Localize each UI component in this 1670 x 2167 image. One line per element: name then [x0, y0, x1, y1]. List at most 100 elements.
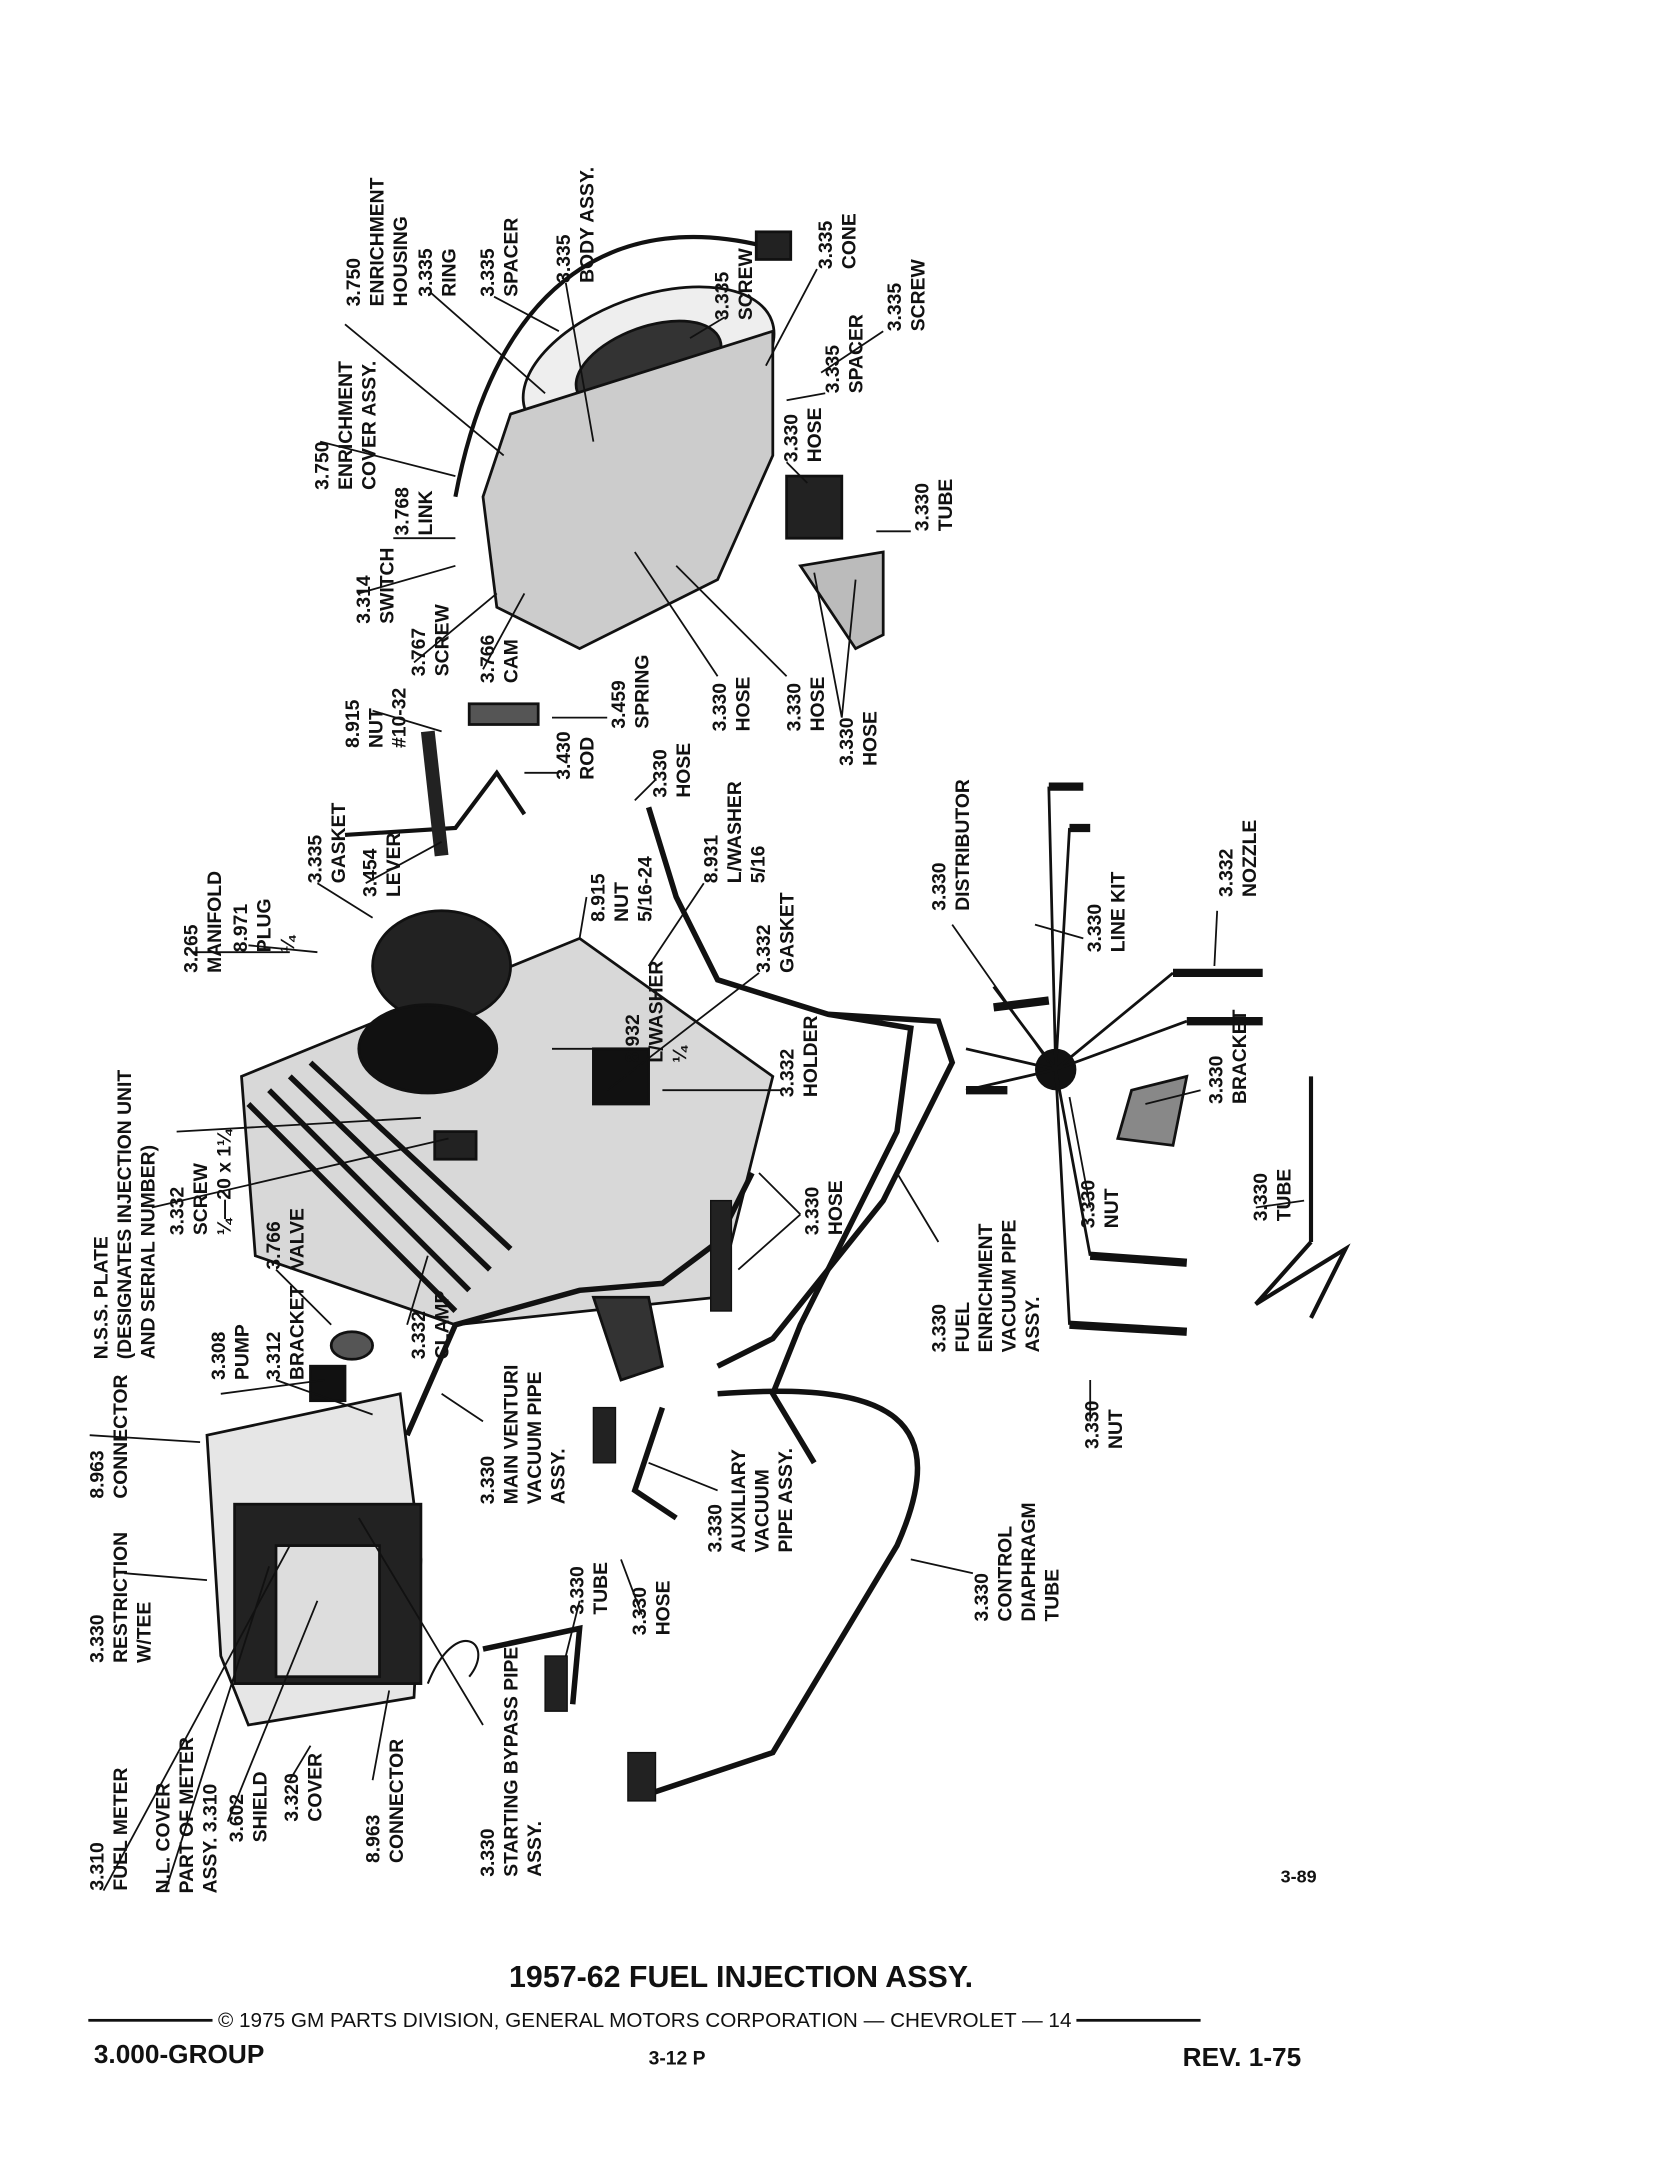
part-name: HOUSING: [389, 216, 412, 307]
part-name: SHIELD: [248, 1771, 271, 1843]
part-name: FUEL METER: [109, 1767, 132, 1891]
part-number: 3.330: [1083, 903, 1106, 953]
part-name: NOZZLE: [1237, 819, 1260, 897]
part-number: 3.314: [351, 575, 374, 624]
part-name: HOSE: [731, 676, 754, 732]
part-number: 3.330: [648, 749, 671, 798]
part-number: 3.332: [407, 1310, 430, 1360]
spring: [467, 702, 540, 726]
revision: REV. 1-75: [1182, 2043, 1302, 2073]
part-name: SCREW: [189, 1163, 212, 1236]
part-name: MANIFOLD: [202, 870, 225, 973]
figure-number: 3-89: [1280, 1865, 1317, 1887]
part-name: BRACKET: [1228, 1009, 1251, 1104]
part-name: NUT: [609, 882, 633, 922]
part-name: LEVER: [382, 832, 405, 897]
part-name: BRACKET: [285, 1285, 308, 1380]
part-number: 3.330: [1204, 1055, 1227, 1104]
part-name: HOSE: [672, 742, 695, 798]
part-number: 8.971: [229, 903, 252, 953]
part-name: LINE KIT: [1106, 871, 1129, 953]
part-number: 3.330: [1248, 1172, 1271, 1222]
part-number: 3.335: [303, 834, 326, 884]
part-number: 3.330: [910, 482, 933, 532]
part-number: 3.766: [262, 1221, 285, 1270]
part-number: 3.602: [224, 1793, 248, 1843]
part-number: 3.750: [310, 441, 333, 490]
part-number: 3.330: [85, 1614, 108, 1663]
fuel-distributor: [965, 782, 1351, 1336]
part-name: RESTRICTION: [109, 1531, 132, 1663]
part-number: 3.459: [607, 680, 630, 729]
part-name: NUT: [364, 708, 387, 748]
part-name: SPRING: [630, 654, 653, 729]
part-number: 3.320: [280, 1773, 303, 1822]
part-name: TUBE: [934, 478, 957, 532]
part-name: ENRICHMENT: [333, 361, 357, 490]
part-name: PIPE ASSY.: [774, 1447, 797, 1553]
part-name: VACUUM PIPE: [997, 1219, 1020, 1353]
part-name: LINK: [414, 490, 437, 536]
part-number: 3.330: [927, 1304, 950, 1353]
nozzle-tube: [1254, 1076, 1351, 1319]
rule-right: [1076, 2018, 1202, 2022]
part-number: 3.312: [262, 1331, 285, 1380]
part-number: 3.330: [779, 413, 802, 463]
part-name: CONNECTOR: [385, 1738, 408, 1863]
part-number: 3.330: [707, 683, 731, 732]
part-number: 3.330: [476, 1828, 499, 1877]
part-name: W/TEE: [132, 1601, 155, 1663]
part-number: 3.335: [821, 344, 844, 394]
part-name: SWITCH: [375, 547, 398, 624]
part-number: 3.330: [800, 1186, 823, 1236]
part-name: TUBE: [1272, 1168, 1295, 1222]
part-name: (DESIGNATES INJECTION UNIT: [113, 1069, 136, 1360]
part-name: ASSY.: [523, 1820, 546, 1877]
part-number: 3.335: [476, 248, 499, 297]
part-name: STARTING BYPASS PIPE: [499, 1646, 522, 1877]
copyright-text: © 1975 GM PARTS DIVISION, GENERAL MOTORS…: [218, 2009, 1072, 2033]
part-number: 3.330: [565, 1566, 588, 1615]
part-name: HOSE: [805, 676, 828, 732]
part-name: HOLDER: [799, 1015, 822, 1098]
part-name: SPACER: [499, 217, 522, 297]
part-name: DISTRIBUTOR: [950, 779, 973, 911]
part-number: 3.768: [390, 487, 413, 536]
part-name: BODY ASSY.: [575, 166, 598, 283]
part-number: 8.932: [621, 1014, 644, 1063]
part-number: 3.766: [476, 634, 499, 684]
group-number: 3.000-GROUP: [93, 2041, 265, 2070]
part-name: SCREW: [734, 248, 757, 321]
rule-left: [88, 2018, 213, 2022]
part-name: CLAMP: [430, 1290, 453, 1360]
part-name: SCREW: [906, 259, 929, 332]
part-name: MAIN VENTURI: [499, 1364, 522, 1505]
part-number: 3.335: [883, 282, 906, 332]
part-number: 3.335: [814, 220, 837, 270]
